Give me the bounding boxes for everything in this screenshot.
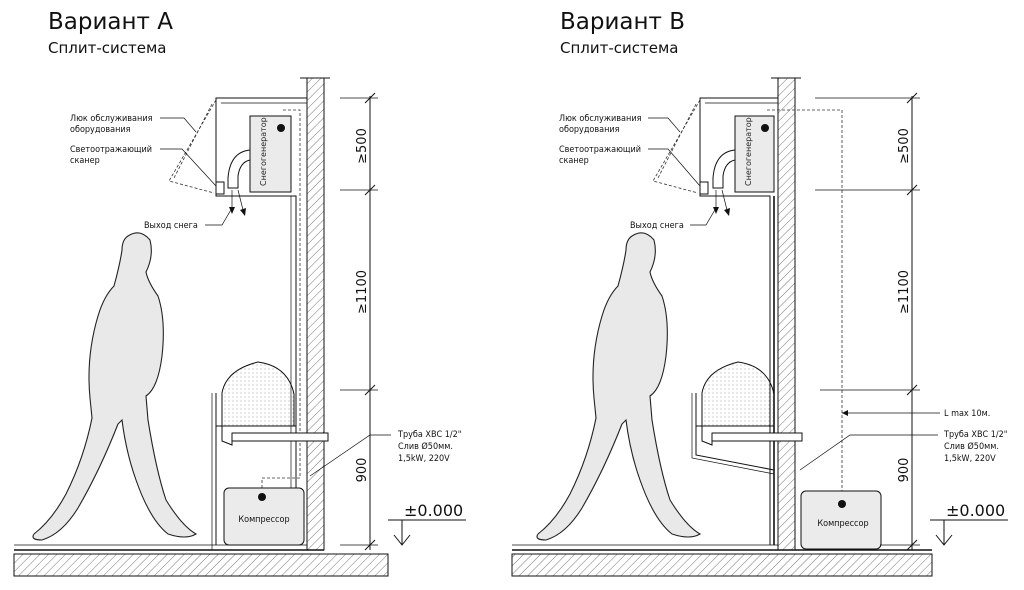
variant-b-title: Вариант В bbox=[560, 9, 685, 35]
variant-a-floor bbox=[13, 544, 389, 577]
variant-a-connection-line bbox=[261, 109, 301, 492]
variant-a-person bbox=[32, 232, 198, 541]
variant-b-compressor-label: Компрессор bbox=[817, 519, 868, 529]
variant-b-callouts: Люк обслуживания оборудования Светоотраж… bbox=[559, 113, 1007, 471]
variant-a-dim-mid: ≥1100 bbox=[355, 270, 370, 314]
variant-a-pipe-label-3: 1,5kW, 220V bbox=[398, 454, 450, 464]
variant-a-hatch-label-1: Люк обслуживания bbox=[70, 113, 153, 124]
variant-a-dimensions: ≥500 ≥1100 900 bbox=[340, 92, 378, 551]
variant-b-pipe-label-1: Труба ХВС 1/2" bbox=[943, 429, 1007, 440]
variant-a-compressor: Компрессор bbox=[223, 487, 305, 546]
variant-a-snow-exit-label: Выход снега bbox=[144, 221, 198, 231]
variant-a-snow-basin bbox=[211, 361, 329, 550]
variant-a-subtitle: Сплит-система bbox=[48, 39, 166, 57]
variant-a-hatch-label-2: оборудования bbox=[70, 124, 131, 135]
variant-b-subtitle: Сплит-система bbox=[560, 39, 678, 57]
variant-a-wall bbox=[300, 77, 330, 551]
variant-b-scanner bbox=[699, 181, 709, 195]
variant-a-scanner bbox=[215, 181, 225, 195]
variant-b-hatch-label-2: оборудования bbox=[559, 124, 620, 135]
variant-b-hatch-label-1: Люк обслуживания bbox=[559, 113, 642, 124]
variant-a-snow-generator: Снегогенератор bbox=[227, 115, 292, 216]
variant-b-dim-low: 900 bbox=[897, 458, 912, 483]
variant-b-ceiling-niche bbox=[699, 97, 778, 545]
variant-b-person bbox=[536, 232, 702, 541]
variant-b-dim-top: ≥500 bbox=[897, 128, 912, 164]
variant-b-level-text: ±0.000 bbox=[946, 501, 1005, 520]
variant-a-scanner-label-2: сканер bbox=[70, 156, 100, 166]
variant-a-snowgen-label: Снегогенератор bbox=[259, 117, 268, 186]
variant-b-wall bbox=[771, 77, 801, 551]
variant-b-service-hatch bbox=[652, 99, 701, 194]
variant-a-dim-top: ≥500 bbox=[355, 128, 370, 164]
variant-a-pipe-label-2: Слив Ø50мм. bbox=[398, 441, 453, 452]
variant-a-callouts: Люк обслуживания оборудования Светоотраж… bbox=[70, 113, 461, 477]
variant-b-connection-line bbox=[767, 109, 843, 500]
variant-b-pipe-label-2: Слив Ø50мм. bbox=[944, 441, 999, 452]
variant-b-panel: Вариант В Сплит-система Снегогенератор bbox=[511, 9, 1008, 577]
variant-a-dim-low: 900 bbox=[355, 458, 370, 483]
variant-a-compressor-label: Компрессор bbox=[238, 515, 289, 525]
variant-b-floor bbox=[511, 544, 933, 577]
variant-b-compressor: Компрессор bbox=[800, 490, 882, 550]
variant-b-snow-basin bbox=[691, 361, 803, 475]
variant-a-ceiling-niche bbox=[215, 97, 307, 545]
variant-b-lmax-label: L max 10м. bbox=[944, 409, 990, 419]
variant-a-scanner-label-1: Светоотражающий bbox=[70, 145, 152, 155]
variant-a-title: Вариант А bbox=[48, 9, 173, 35]
variant-b-snow-generator: Снегогенератор bbox=[712, 115, 775, 216]
variant-a-level-mark: ±0.000 bbox=[388, 501, 466, 546]
variant-b-dim-mid: ≥1100 bbox=[897, 270, 912, 314]
variant-b-pipe-label-3: 1,5kW, 220V bbox=[944, 454, 996, 464]
variant-b-snowgen-label: Снегогенератор bbox=[744, 117, 753, 186]
variant-b-level-mark: ±0.000 bbox=[930, 501, 1008, 546]
variant-b-scanner-label-1: Светоотражающий bbox=[559, 145, 641, 155]
variant-b-snow-exit-label: Выход снега bbox=[630, 221, 684, 231]
variant-a-pipe-label-1: Труба ХВС 1/2" bbox=[397, 429, 461, 440]
variant-a-service-hatch bbox=[168, 99, 217, 194]
variant-a-level-text: ±0.000 bbox=[404, 501, 463, 520]
variant-a-panel: Вариант А Сплит-система Снегоген bbox=[13, 9, 466, 577]
variant-b-scanner-label-2: сканер bbox=[559, 156, 589, 166]
variant-b-dimensions: ≥500 ≥1100 900 bbox=[815, 92, 920, 551]
